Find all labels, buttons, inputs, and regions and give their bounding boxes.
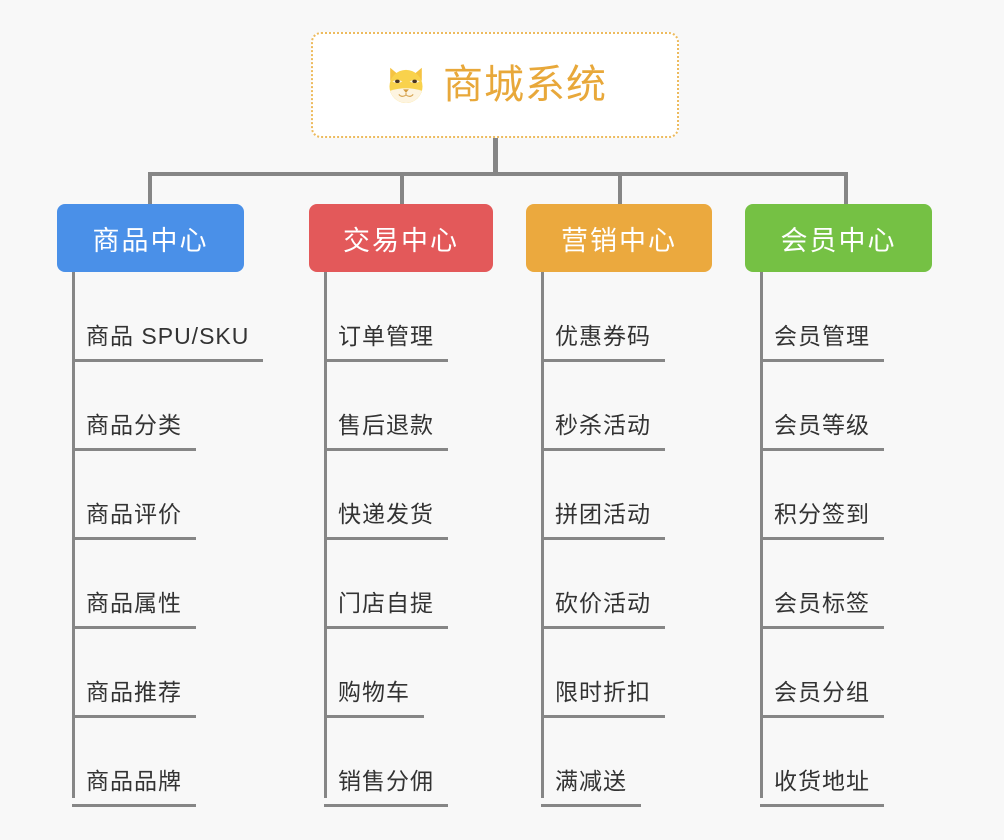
category-header-2[interactable]: 交易中心 xyxy=(309,204,493,272)
leaf-item[interactable]: 砍价活动 xyxy=(541,584,665,629)
category-header-4[interactable]: 会员中心 xyxy=(745,204,932,272)
connector-root-stem xyxy=(493,138,498,176)
leaf-item[interactable]: 售后退款 xyxy=(324,406,448,451)
category-header-1[interactable]: 商品中心 xyxy=(57,204,244,272)
leaf-item[interactable]: 限时折扣 xyxy=(541,673,665,718)
root-title: 商城系统 xyxy=(443,63,607,107)
category-header-label: 会员中心 xyxy=(780,225,897,256)
leaf-item[interactable]: 商品分类 xyxy=(72,406,196,451)
connector-drop-1 xyxy=(148,172,152,206)
category-header-3[interactable]: 营销中心 xyxy=(526,204,712,272)
leaf-item[interactable]: 商品品牌 xyxy=(72,762,196,807)
category-spine-4 xyxy=(760,272,763,798)
leaf-item[interactable]: 拼团活动 xyxy=(541,495,665,540)
shiba-inu-face-icon xyxy=(389,67,423,103)
leaf-item[interactable]: 商品属性 xyxy=(72,584,196,629)
category-spine-1 xyxy=(72,272,75,798)
leaf-item[interactable]: 门店自提 xyxy=(324,584,448,629)
leaf-item[interactable]: 快递发货 xyxy=(324,495,448,540)
leaf-item[interactable]: 收货地址 xyxy=(760,762,884,807)
leaf-item[interactable]: 秒杀活动 xyxy=(541,406,665,451)
leaf-item[interactable]: 商品评价 xyxy=(72,495,196,540)
connector-drop-3 xyxy=(618,172,622,206)
leaf-item[interactable]: 购物车 xyxy=(324,673,424,718)
category-header-label: 营销中心 xyxy=(561,225,677,256)
leaf-item[interactable]: 积分签到 xyxy=(760,495,884,540)
leaf-item[interactable]: 会员等级 xyxy=(760,406,884,451)
category-spine-2 xyxy=(324,272,327,798)
leaf-item[interactable]: 商品 SPU/SKU xyxy=(72,317,264,362)
leaf-item[interactable]: 优惠券码 xyxy=(541,317,665,362)
category-header-label: 交易中心 xyxy=(343,225,459,256)
category-spine-3 xyxy=(541,272,544,798)
connector-horizontal-bus xyxy=(148,172,848,176)
leaf-item[interactable]: 会员管理 xyxy=(760,317,884,362)
category-header-label: 商品中心 xyxy=(92,225,209,256)
leaf-item[interactable]: 销售分佣 xyxy=(324,762,448,807)
leaf-item[interactable]: 满减送 xyxy=(541,762,641,807)
connector-drop-2 xyxy=(400,172,404,206)
connector-drop-4 xyxy=(844,172,848,206)
root-node[interactable]: 商城系统 xyxy=(311,32,679,138)
leaf-item[interactable]: 会员标签 xyxy=(760,584,884,629)
leaf-item[interactable]: 商品推荐 xyxy=(72,673,196,718)
leaf-item[interactable]: 订单管理 xyxy=(324,317,448,362)
leaf-item[interactable]: 会员分组 xyxy=(760,673,884,718)
